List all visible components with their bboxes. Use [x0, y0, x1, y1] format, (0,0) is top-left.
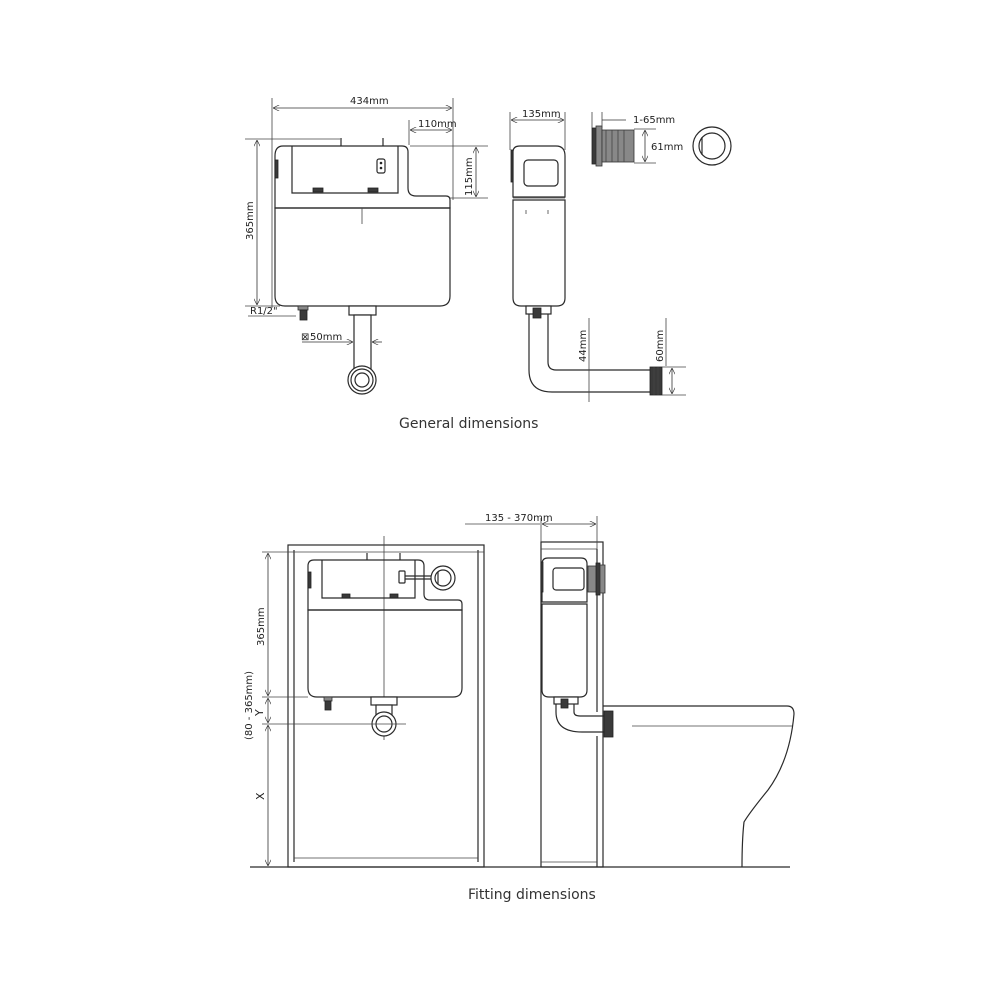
y-label: Y: [253, 709, 266, 717]
wall-depth-label: 135 - 370mm: [485, 513, 553, 524]
x-label: X: [254, 792, 267, 800]
width-label: 434mm: [350, 96, 389, 107]
general-side-view: 135mm 44mm 60mm: [509, 109, 686, 402]
height-label: 365mm: [245, 201, 256, 240]
thread-length-label: 1-65mm: [633, 115, 675, 126]
flush-button-detail: 1-65mm 61mm: [591, 112, 732, 167]
outlet-diameter-label: 50mm: [310, 332, 342, 343]
depth-label: 135mm: [522, 109, 561, 120]
button-diameter-label: 61mm: [651, 142, 683, 153]
general-dimensions-caption: General dimensions: [399, 416, 538, 432]
pipe-inner-label: 44mm: [578, 330, 589, 362]
y-range-label: (80 - 365mm): [244, 671, 255, 740]
fitting-dimensions-caption: Fitting dimensions: [468, 887, 596, 903]
fitting-height-label: 365mm: [256, 607, 267, 646]
top-height-label: 115mm: [464, 157, 475, 196]
diameter-symbol: ⊠: [301, 332, 309, 343]
general-front-view: R1/2" 50mm ⊠ 434mm 110mm 115mm 365mm: [245, 96, 488, 395]
top-offset-label: 110mm: [418, 119, 457, 130]
toilet-pan: [603, 705, 795, 868]
inlet-thread-label: R1/2": [250, 306, 278, 317]
fitting-side-view: 135 - 370mm: [465, 513, 614, 868]
fitting-front-view: 365mm Y (80 - 365mm) X: [244, 536, 485, 868]
pipe-outer-label: 60mm: [655, 330, 666, 362]
